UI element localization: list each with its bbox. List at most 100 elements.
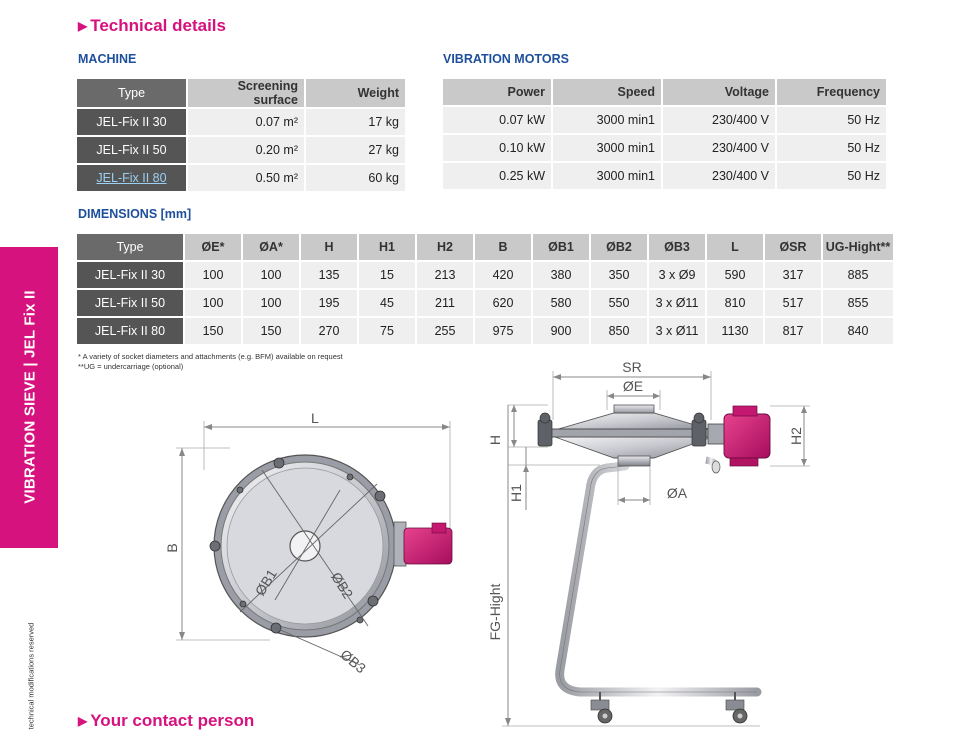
dim-cell: 885 [823,262,893,288]
dim-header: H1 [359,234,415,260]
dim-label-H2: H2 [788,427,804,445]
dim-cell: 1130 [707,318,763,344]
motors-header-voltage: Voltage [663,79,775,105]
dim-cell: 135 [301,262,357,288]
dim-label-SR: SR [622,359,641,375]
dim-cell: 211 [417,290,473,316]
machine-header-type: Type [77,79,186,107]
dim-cell: 580 [533,290,589,316]
dimensions-title: DIMENSIONS [mm] [78,207,192,221]
motor-frequency-cell: 50 Hz [777,107,886,133]
table-row: 0.25 kW 3000 min1 230/400 V 50 Hz [443,163,886,189]
table-row: JEL-Fix II 50 0.20 m² 27 kg [77,137,405,163]
dim-header: ØB3 [649,234,705,260]
dim-label-B3: ØB3 [337,646,369,676]
footnote-2: **UG = undercarriage (optional) [78,362,184,371]
dim-header: Type [77,234,183,260]
dim-cell: 150 [243,318,299,344]
dim-cell: 900 [533,318,589,344]
dim-header: ØSR [765,234,821,260]
dim-label-H1: H1 [508,484,524,502]
dim-cell: 3 x Ø9 [649,262,705,288]
dim-type-cell: JEL-Fix II 30 [77,262,183,288]
dim-header: UG-Hight** [823,234,893,260]
footnotes: * A variety of socket diameters and atta… [78,352,343,372]
motor-speed-cell: 3000 min1 [553,135,661,161]
caster-wheel-right [725,692,748,724]
dim-cell: 100 [243,290,299,316]
dim-cell: 975 [475,318,531,344]
dim-label-H: H [487,435,503,445]
caster-wheel-left [590,692,613,724]
machine-header-weight: Weight [306,79,405,107]
dim-cell: 855 [823,290,893,316]
machine-header-surface: Screening surface [188,79,304,107]
motor-speed-cell: 3000 min1 [553,163,661,189]
table-row: 0.07 kW 3000 min1 230/400 V 50 Hz [443,107,886,133]
dim-type-cell: JEL-Fix II 50 [77,290,183,316]
triangle-icon: ▶ [78,714,88,728]
motor-voltage-cell: 230/400 V [663,135,775,161]
dim-cell: 3 x Ø11 [649,290,705,316]
technical-details-text: Technical details [90,16,226,35]
dim-cell: 195 [301,290,357,316]
motors-table: Power Speed Voltage Frequency 0.07 kW 30… [441,77,888,191]
machine-weight-cell: 17 kg [306,109,405,135]
dim-cell: 517 [765,290,821,316]
dim-header: ØB2 [591,234,647,260]
motors-header-frequency: Frequency [777,79,886,105]
triangle-icon: ▶ [78,19,88,33]
motor-frequency-cell: 50 Hz [777,135,886,161]
motors-header-power: Power [443,79,551,105]
dim-cell: 213 [417,262,473,288]
dim-cell: 270 [301,318,357,344]
dim-cell: 100 [185,262,241,288]
motors-header-row: Power Speed Voltage Frequency [443,79,886,105]
machine-type-cell: JEL-Fix II 80 [77,165,186,191]
machine-type-cell: JEL-Fix II 30 [77,109,186,135]
dim-type-cell: JEL-Fix II 80 [77,318,183,344]
machine-title: MACHINE [78,52,137,66]
footnote-1: * A variety of socket diameters and atta… [78,352,343,361]
machine-weight-cell: 60 kg [306,165,405,191]
machine-header-row: Type Screening surface Weight [77,79,405,107]
dim-cell: 15 [359,262,415,288]
top-view-drawing: L B ØB1 [164,410,453,676]
dim-label-L: L [311,410,319,426]
machine-surface-cell: 0.50 m² [188,165,304,191]
motors-title: VIBRATION MOTORS [443,52,569,66]
dim-label-E: ØE [623,378,643,394]
motor-power-cell: 0.25 kW [443,163,551,189]
motor-power-cell: 0.10 kW [443,135,551,161]
dim-cell: 3 x Ø11 [649,318,705,344]
dim-cell: 150 [185,318,241,344]
dim-cell: 590 [707,262,763,288]
dim-cell: 550 [591,290,647,316]
dim-cell: 255 [417,318,473,344]
dim-header: B [475,234,531,260]
contact-heading-text: Your contact person [90,711,255,730]
dim-header: ØB1 [533,234,589,260]
dimensions-header-row: Type ØE* ØA* H H1 H2 B ØB1 ØB2 ØB3 L ØSR… [77,234,893,260]
motor-voltage-cell: 230/400 V [663,107,775,133]
dim-cell: 100 [185,290,241,316]
dim-cell: 810 [707,290,763,316]
dim-label-B: B [164,543,180,552]
dim-cell: 350 [591,262,647,288]
dim-cell: 850 [591,318,647,344]
dim-cell: 75 [359,318,415,344]
technical-details-heading: ▶Technical details [78,16,226,36]
dim-label-FG: FG-Hight [487,584,503,641]
motor-frequency-cell: 50 Hz [777,163,886,189]
dim-header: H [301,234,357,260]
contact-heading: ▶Your contact person [78,711,254,731]
table-row: JEL-Fix II 30 0.07 m² 17 kg [77,109,405,135]
machine-surface-cell: 0.07 m² [188,109,304,135]
table-row: JEL-Fix II 80 0.50 m² 60 kg [77,165,405,191]
dim-cell: 380 [533,262,589,288]
machine-table: Type Screening surface Weight JEL-Fix II… [75,77,407,193]
dim-cell: 100 [243,262,299,288]
motor-voltage-cell: 230/400 V [663,163,775,189]
dim-label-A: ØA [667,485,688,501]
